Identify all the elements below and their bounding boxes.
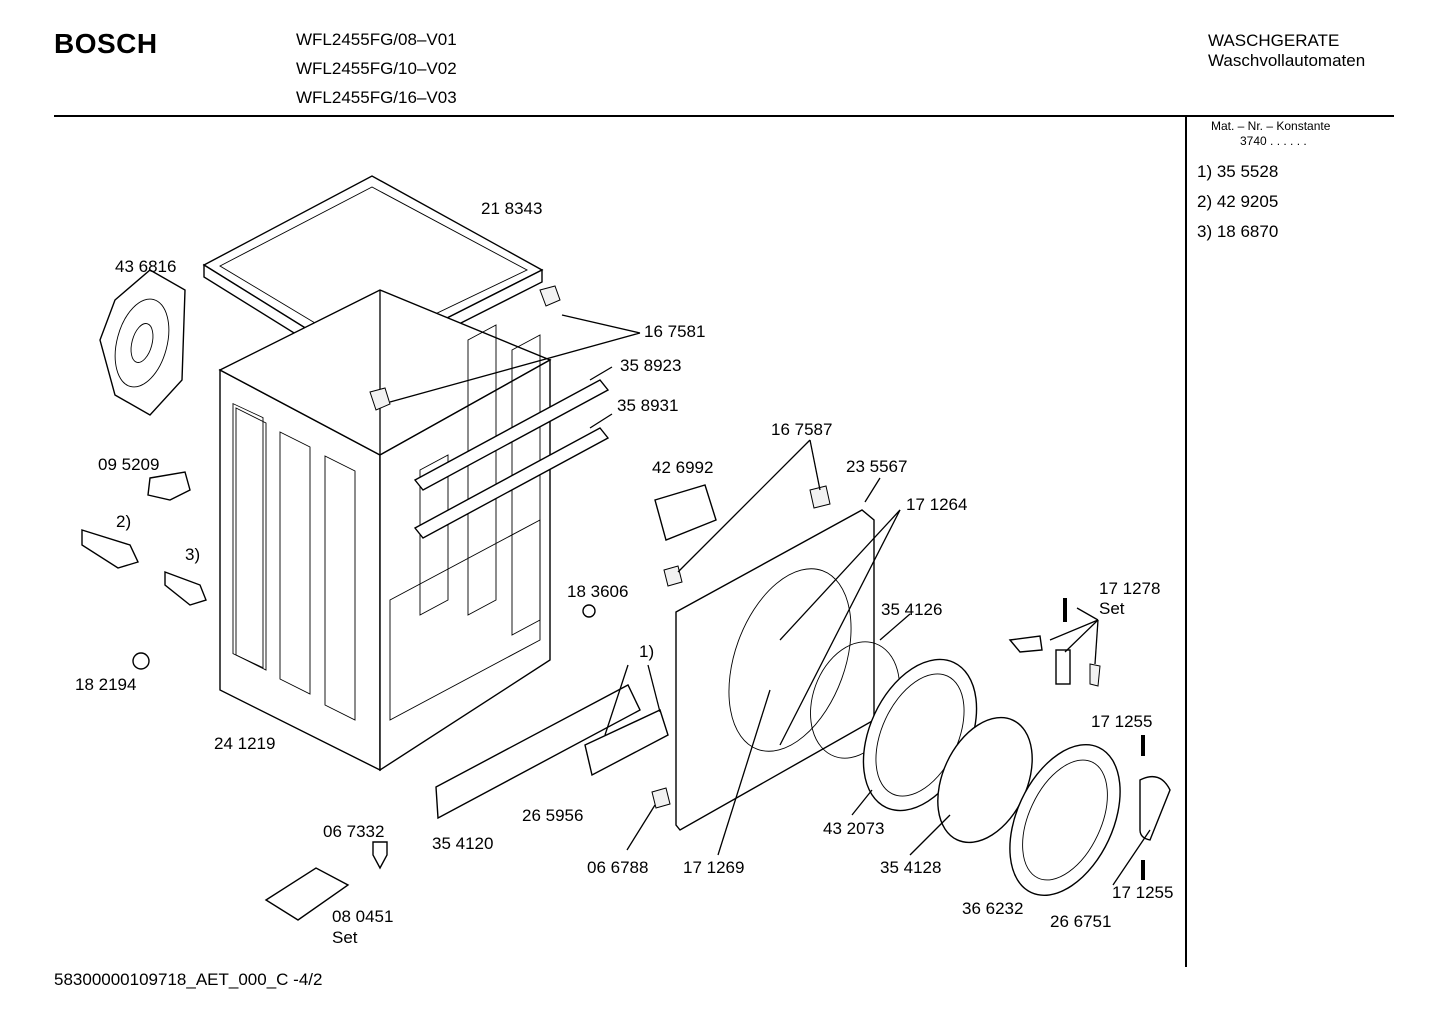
leader-lines	[389, 314, 1151, 886]
cross-rail-lower-part	[413, 427, 610, 539]
lock-clip-part	[663, 565, 683, 587]
label-35-8931: 35 8931	[617, 396, 679, 415]
label-06-7332: 06 7332	[323, 822, 385, 841]
label-36-6232: 36 6232	[962, 899, 1024, 918]
label-17-1264: 17 1264	[906, 495, 968, 514]
label-06-6788: 06 6788	[587, 858, 649, 877]
label-35-4128: 35 4128	[880, 858, 942, 877]
label-23-5567: 23 5567	[846, 457, 908, 476]
label-09-5209: 09 5209	[98, 455, 160, 474]
label-43-6816: 43 6816	[115, 257, 177, 276]
hinge-clip-top-part	[539, 285, 561, 307]
label-35-4126: 35 4126	[881, 600, 943, 619]
shock-absorber-part	[81, 529, 139, 569]
label-24-1219: 24 1219	[214, 734, 276, 753]
door-lock-part	[654, 484, 717, 541]
hinge-screw-part	[651, 787, 671, 809]
variant-2: 2) 42 9205	[1197, 192, 1279, 211]
hinge-pin-part	[1089, 663, 1101, 687]
foot-screw-part	[372, 841, 388, 870]
model-number-1: WFL2455FG/08–V01	[296, 30, 457, 49]
hinge-set-part	[1008, 635, 1043, 653]
header-divider	[54, 115, 1394, 117]
category-subtitle: Waschvollautomaten	[1208, 51, 1366, 70]
sidebar-divider	[1185, 117, 1187, 967]
label-18-3606: 18 3606	[567, 582, 629, 601]
fascia-panel-part	[435, 684, 641, 820]
detergent-drawer-part	[584, 709, 669, 777]
hinge-plate-part	[1055, 649, 1071, 685]
label-variant-3: 3)	[185, 545, 201, 564]
bearing-part	[582, 604, 596, 618]
label-16-7587: 16 7587	[771, 420, 833, 439]
label-17-1255-upper: 17 1255	[1091, 712, 1153, 731]
clip-bracket-part	[147, 471, 191, 501]
model-number-3: WFL2455FG/16–V03	[296, 88, 457, 107]
label-26-6751: 26 6751	[1050, 912, 1112, 931]
front-panel-part	[675, 509, 875, 831]
label-set-08-0451: Set	[332, 928, 358, 947]
label-17-1269: 17 1269	[683, 858, 745, 877]
label-26-5956: 26 5956	[522, 806, 584, 825]
mat-nr-label: Mat. – Nr. – Konstante	[1211, 119, 1331, 133]
label-21-8343: 21 8343	[481, 199, 543, 218]
label-35-4120: 35 4120	[432, 834, 494, 853]
model-number-2: WFL2455FG/10–V02	[296, 59, 457, 78]
rear-panel-part	[99, 269, 186, 416]
top-clip-part	[809, 485, 831, 509]
label-17-1255-lower: 17 1255	[1112, 883, 1174, 902]
variant-3: 3) 18 6870	[1197, 222, 1279, 241]
door-handle-part	[1139, 776, 1171, 841]
label-variant-1: 1)	[639, 642, 655, 661]
category-title: WASCHGERATE	[1208, 31, 1340, 50]
document-code: 58300000109718_AET_000_C -4/2	[54, 970, 323, 989]
label-16-7581: 16 7581	[644, 322, 706, 341]
cabinet-housing-part	[218, 289, 552, 772]
label-08-0451: 08 0451	[332, 907, 394, 926]
label-35-8923: 35 8923	[620, 356, 682, 375]
label-42-6992: 42 6992	[652, 458, 714, 477]
cross-rail-upper-part	[413, 379, 610, 491]
label-43-2073: 43 2073	[823, 819, 885, 838]
label-variant-2: 2)	[116, 512, 132, 531]
door-frame-outer-part	[1009, 744, 1121, 896]
transport-lock-part	[264, 867, 350, 921]
mat-nr-value: 3740 . . . . . .	[1240, 134, 1307, 148]
damper-part	[164, 570, 207, 606]
label-17-1278: 17 1278	[1099, 579, 1161, 598]
plug-part	[132, 652, 150, 670]
label-set-17-1278: Set	[1099, 599, 1125, 618]
label-18-2194: 18 2194	[75, 675, 137, 694]
hinge-clip-mid-part	[369, 387, 391, 411]
variant-1: 1) 35 5528	[1197, 162, 1279, 181]
brand-logo: BOSCH	[54, 28, 158, 59]
